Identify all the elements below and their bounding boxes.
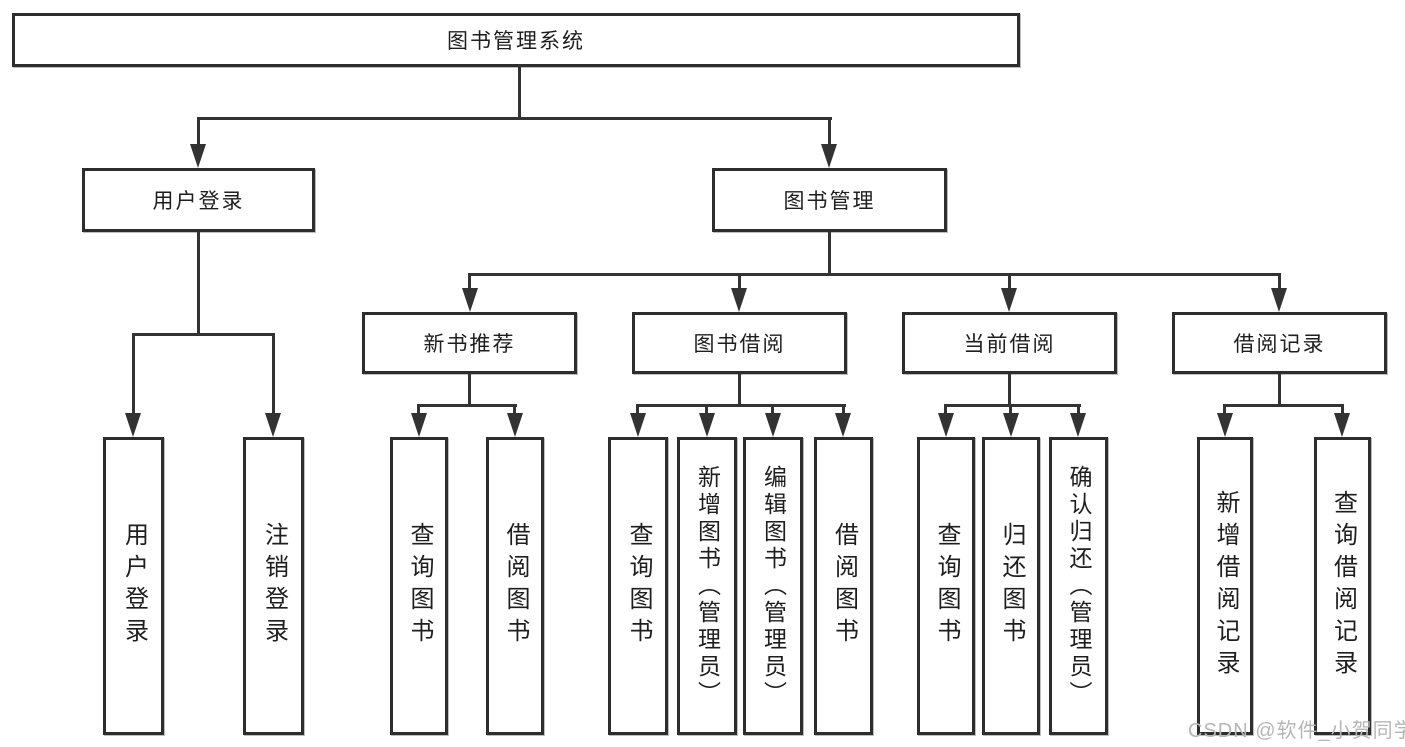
node-borrow-records-label: 借阅记录 — [1233, 333, 1326, 356]
leaf-confirm-return-admin: 确认归还（管理员） — [1049, 437, 1108, 735]
arrowhead-to-edit-book — [765, 413, 781, 437]
connector-borrow-records-stub — [1278, 374, 1281, 407]
leaf-user-login-label: 用户登录 — [120, 522, 148, 650]
connector-to-return-books — [1009, 404, 1012, 418]
leaf-add-borrow-record: 新增借阅记录 — [1197, 437, 1253, 735]
connector-current-borrow-branch — [944, 404, 1081, 407]
arrowhead-to-borrow-records — [1271, 288, 1287, 312]
arrowhead-to-current-borrow — [1001, 288, 1017, 312]
arrowhead-to-new-book — [462, 288, 478, 312]
connector-to-query-record — [1341, 404, 1344, 418]
arrowhead-to-query-books-2 — [630, 413, 646, 437]
arrowhead-to-book-borrow — [731, 288, 747, 312]
connector-user-login-branch — [132, 333, 275, 336]
connector-to-borrow-books-1 — [513, 404, 516, 418]
connector-book-borrow-branch — [636, 404, 846, 407]
node-current-borrow: 当前借阅 — [902, 312, 1117, 374]
arrowhead-to-query-record — [1334, 413, 1350, 437]
leaf-borrow-books-2-label: 借阅图书 — [830, 522, 858, 650]
arrowhead-to-confirm-return — [1070, 413, 1086, 437]
connector-to-leaf-logout — [272, 333, 275, 413]
leaf-add-book-admin: 新增图书（管理员） — [677, 437, 737, 735]
connector-book-borrow-stub — [738, 374, 741, 407]
node-user-login-label: 用户登录 — [152, 190, 245, 213]
leaf-query-books-3-label: 查询图书 — [933, 522, 960, 650]
arrowhead-to-query-books-3 — [938, 413, 954, 437]
node-book-management: 图书管理 — [712, 168, 947, 232]
leaf-edit-book-admin-label: 编辑图书（管理员） — [760, 464, 787, 708]
connector-to-query-books-2 — [636, 404, 639, 418]
arrowhead-to-book-management — [821, 144, 837, 168]
arrowhead-to-return-books — [1003, 413, 1019, 437]
leaf-query-books-3: 查询图书 — [917, 437, 975, 735]
connector-to-edit-book — [771, 404, 774, 418]
arrowhead-to-leaf-user-login — [125, 413, 141, 437]
connector-to-current-borrow — [1008, 273, 1011, 291]
connector-book-management-stub — [828, 232, 831, 276]
leaf-logout-label: 注销登录 — [260, 522, 288, 650]
connector-user-login-stub — [197, 232, 200, 336]
leaf-return-books: 归还图书 — [982, 437, 1040, 735]
connector-to-book-management — [828, 117, 831, 147]
arrowhead-to-add-book — [699, 413, 715, 437]
connector-to-query-books-1 — [417, 404, 420, 418]
leaf-borrow-books-1-label: 借阅图书 — [502, 522, 529, 650]
connector-book-management-branch — [468, 273, 1281, 276]
leaf-query-books-1-label: 查询图书 — [406, 522, 433, 650]
node-user-login: 用户登录 — [82, 168, 315, 232]
leaf-query-borrow-record-label: 查询借阅记录 — [1329, 490, 1357, 682]
connector-to-new-book — [468, 273, 471, 291]
node-root-label: 图书管理系统 — [447, 30, 585, 53]
connector-root-branch — [197, 117, 832, 120]
node-new-book-recommend: 新书推荐 — [362, 312, 577, 374]
leaf-borrow-books-1: 借阅图书 — [486, 437, 544, 735]
arrowhead-to-add-record — [1217, 413, 1233, 437]
node-borrow-records: 借阅记录 — [1172, 312, 1387, 374]
arrowhead-to-user-login — [190, 144, 206, 168]
leaf-user-login: 用户登录 — [103, 437, 164, 735]
node-book-borrow: 图书借阅 — [632, 312, 847, 374]
arrowhead-to-borrow-books-1 — [507, 413, 523, 437]
connector-to-add-record — [1223, 404, 1226, 418]
connector-to-confirm-return — [1077, 404, 1080, 418]
leaf-add-book-admin-label: 新增图书（管理员） — [694, 464, 721, 708]
leaf-add-borrow-record-label: 新增借阅记录 — [1212, 490, 1239, 682]
node-new-book-recommend-label: 新书推荐 — [423, 333, 516, 356]
connector-to-borrow-records — [1278, 273, 1281, 291]
node-book-management-label: 图书管理 — [783, 190, 876, 213]
leaf-confirm-return-admin-label: 确认归还（管理员） — [1066, 464, 1092, 708]
connector-to-query-books-3 — [944, 404, 947, 418]
leaf-query-books-1: 查询图书 — [390, 437, 448, 735]
leaf-query-books-2-label: 查询图书 — [625, 522, 652, 650]
leaf-query-books-2: 查询图书 — [608, 437, 668, 735]
leaf-query-borrow-record: 查询借阅记录 — [1314, 437, 1371, 735]
connector-root-stub — [518, 64, 521, 120]
leaf-logout: 注销登录 — [243, 437, 304, 735]
connector-to-add-book — [705, 404, 708, 418]
connector-borrow-records-branch — [1223, 404, 1344, 407]
leaf-edit-book-admin: 编辑图书（管理员） — [743, 437, 803, 735]
connector-to-borrow-books-2 — [842, 404, 845, 418]
leaf-return-books-label: 归还图书 — [998, 522, 1025, 650]
node-root: 图书管理系统 — [12, 13, 1020, 67]
node-book-borrow-label: 图书借阅 — [693, 333, 786, 356]
connector-new-book-branch — [417, 404, 517, 407]
node-current-borrow-label: 当前借阅 — [963, 333, 1056, 356]
connector-current-borrow-stub — [1008, 374, 1011, 407]
arrowhead-to-query-books-1 — [411, 413, 427, 437]
leaf-borrow-books-2: 借阅图书 — [814, 437, 873, 735]
arrowhead-to-borrow-books-2 — [835, 413, 851, 437]
connector-to-book-borrow — [738, 273, 741, 291]
arrowhead-to-leaf-logout — [265, 413, 281, 437]
connector-new-book-stub — [468, 374, 471, 407]
connector-to-leaf-user-login — [132, 333, 135, 413]
connector-to-user-login — [197, 117, 200, 147]
csdn-watermark: CSDN @软件_小贺同学 — [1188, 720, 1405, 742]
